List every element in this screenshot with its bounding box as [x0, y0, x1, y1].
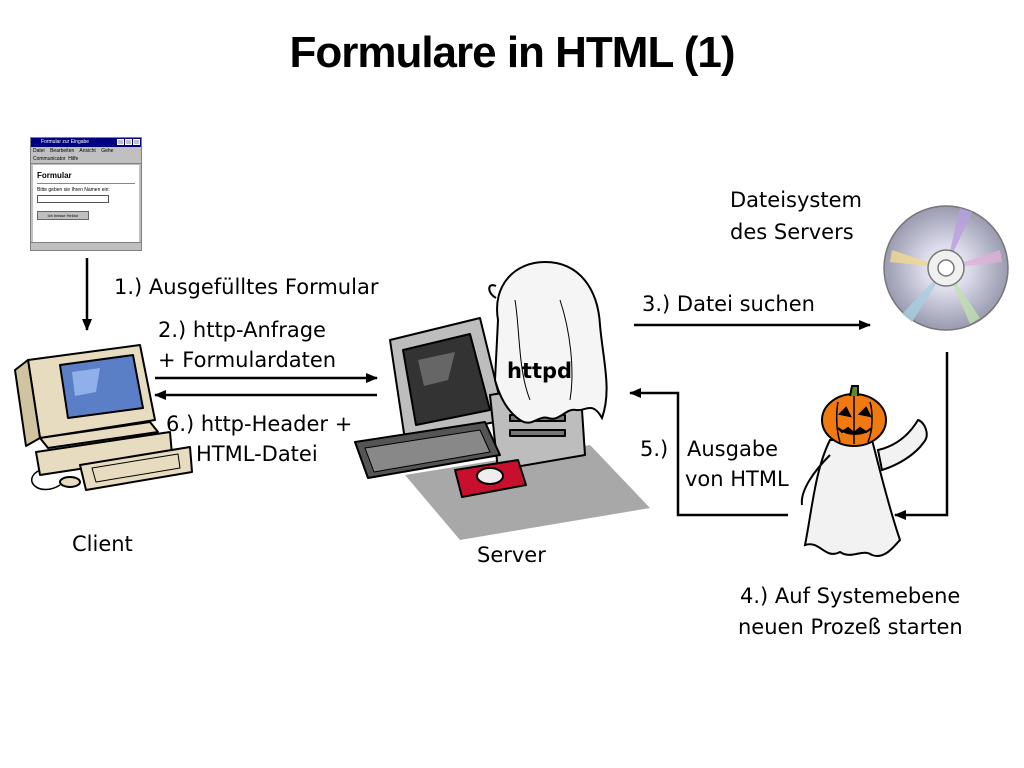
label-step3: 3.) Datei suchen: [642, 292, 815, 316]
maximize-icon: [125, 139, 132, 145]
label-step6-line1: 6.) http-Header +: [166, 412, 353, 436]
menu-communicator: Communicator: [33, 156, 66, 162]
form-heading: Formular: [37, 171, 72, 180]
label-step5-number: 5.): [640, 437, 669, 461]
label-server: Server: [477, 543, 546, 567]
menu-ansicht: Ansicht: [79, 148, 96, 154]
window-title: Formular zur Eingabe: [41, 139, 90, 145]
label-step4-line1: 4.) Auf Systemebene: [740, 584, 961, 608]
window-titlebar: Formular zur Eingabe: [31, 138, 141, 147]
label-client: Client: [72, 532, 133, 556]
cd-disc-icon: [883, 205, 1009, 331]
submit-button: Ich heisse Hektor: [37, 211, 89, 220]
arrows: [82, 258, 949, 520]
label-step5-line1: Ausgabe: [687, 437, 779, 461]
label-step2-line1: 2.) http-Anfrage: [158, 318, 326, 342]
page-title: Formulare in HTML (1): [289, 28, 735, 77]
form-prompt: Bitte geben sie Ihren Namen ein:: [37, 187, 110, 193]
httpd-ghost-icon: [488, 260, 608, 424]
form-page: Formular Bitte geben sie Ihren Namen ein…: [33, 165, 139, 242]
label-step6-line2: HTML-Datei: [196, 442, 318, 466]
label-step1: 1.) Ausgefülltes Formular: [114, 275, 379, 299]
arrow-html-output: [629, 388, 788, 517]
form-browser-window: Formular zur Eingabe Datei Bearbeiten An…: [30, 137, 142, 251]
window-menubar-2: Communicator Hilfe: [31, 155, 141, 164]
menu-datei: Datei: [33, 148, 45, 154]
label-step4-line2: neuen Prozeß starten: [738, 615, 963, 639]
pumpkin-ghost-icon: [800, 385, 928, 557]
minimize-icon: [117, 139, 124, 145]
label-filesystem-line1: Dateisystem: [730, 188, 862, 212]
close-icon: [133, 139, 140, 145]
form-divider: [37, 183, 135, 184]
label-step5-line2: von HTML: [685, 467, 789, 491]
label-step2-line2: + Formulardaten: [158, 348, 337, 372]
window-menubar: Datei Bearbeiten Ansicht Gehe: [31, 147, 141, 155]
arrow-start-process: [894, 352, 949, 520]
menu-gehe: Gehe: [101, 148, 114, 154]
label-filesystem-line2: des Servers: [730, 220, 854, 244]
httpd-label: httpd: [507, 359, 572, 383]
window-statusbar: [31, 242, 141, 250]
menu-hilfe: Hilfe: [68, 156, 79, 162]
name-input: [37, 195, 109, 203]
client-computer-icon: [14, 344, 193, 491]
menu-bearbeiten: Bearbeiten: [50, 148, 75, 154]
